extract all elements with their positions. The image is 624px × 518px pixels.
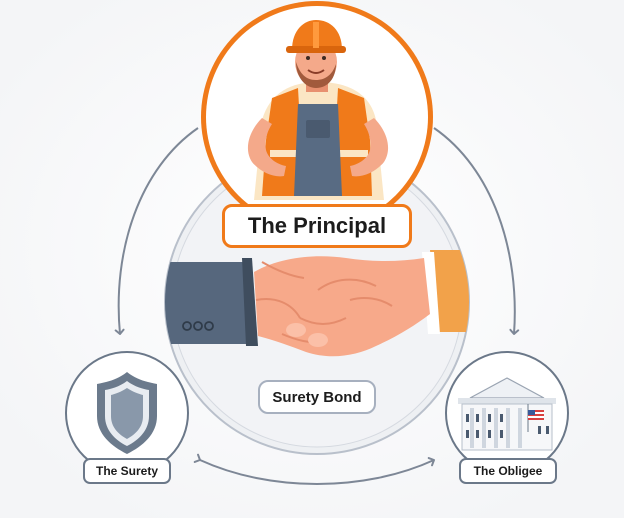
arrow-principal-to-obligee	[433, 127, 520, 335]
obligee-label: The Obligee	[459, 458, 557, 484]
construction-worker-icon	[247, 20, 389, 200]
arrow-surety-obligee	[193, 453, 435, 485]
principal-label: The Principal	[222, 204, 412, 248]
handshake-icon	[165, 250, 469, 357]
shield-icon	[97, 372, 157, 454]
surety-bond-label: Surety Bond	[258, 380, 376, 414]
government-building-icon	[458, 377, 556, 451]
arrow-principal-to-surety	[114, 127, 199, 335]
surety-label: The Surety	[83, 458, 171, 484]
